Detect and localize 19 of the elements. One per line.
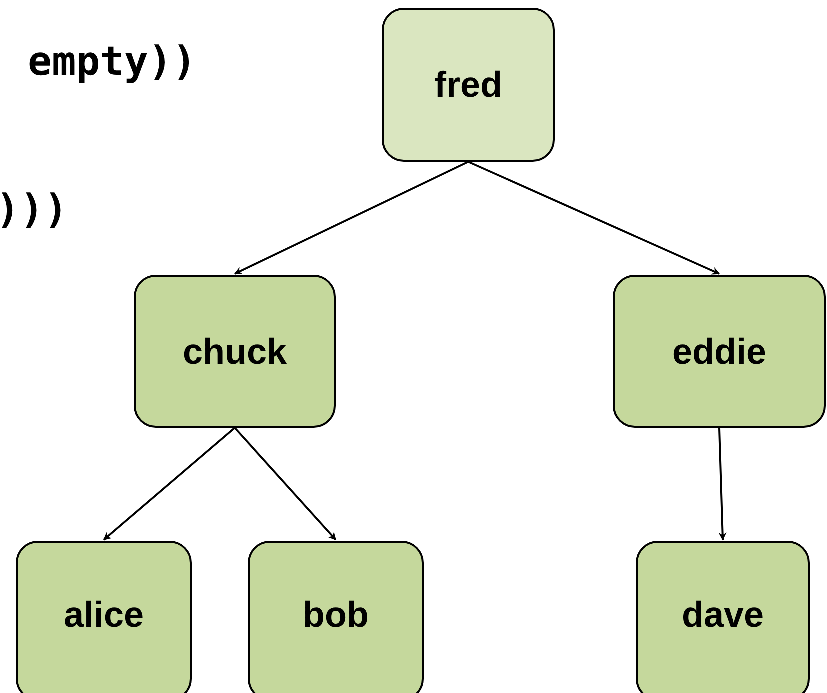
arrow [234, 427, 337, 541]
tree-node-box [134, 275, 336, 428]
tree-node-box [16, 541, 192, 693]
tree-node-box [613, 275, 826, 428]
tree-node-box [636, 541, 810, 693]
arrow [234, 161, 469, 275]
node-label: alice [64, 597, 144, 633]
arrow [718, 428, 727, 541]
arrow [103, 427, 236, 541]
node-label: chuck [182, 334, 288, 370]
tree-node-box [382, 8, 555, 162]
tree-node-box [248, 541, 424, 693]
node-label: fred [434, 67, 502, 103]
node-label: bob [303, 597, 369, 633]
code-text: empty)) [28, 42, 197, 82]
node-label: dave [682, 597, 764, 633]
node-label: eddie [672, 334, 767, 370]
arrow [468, 161, 720, 275]
code-text: ))) [0, 190, 68, 230]
